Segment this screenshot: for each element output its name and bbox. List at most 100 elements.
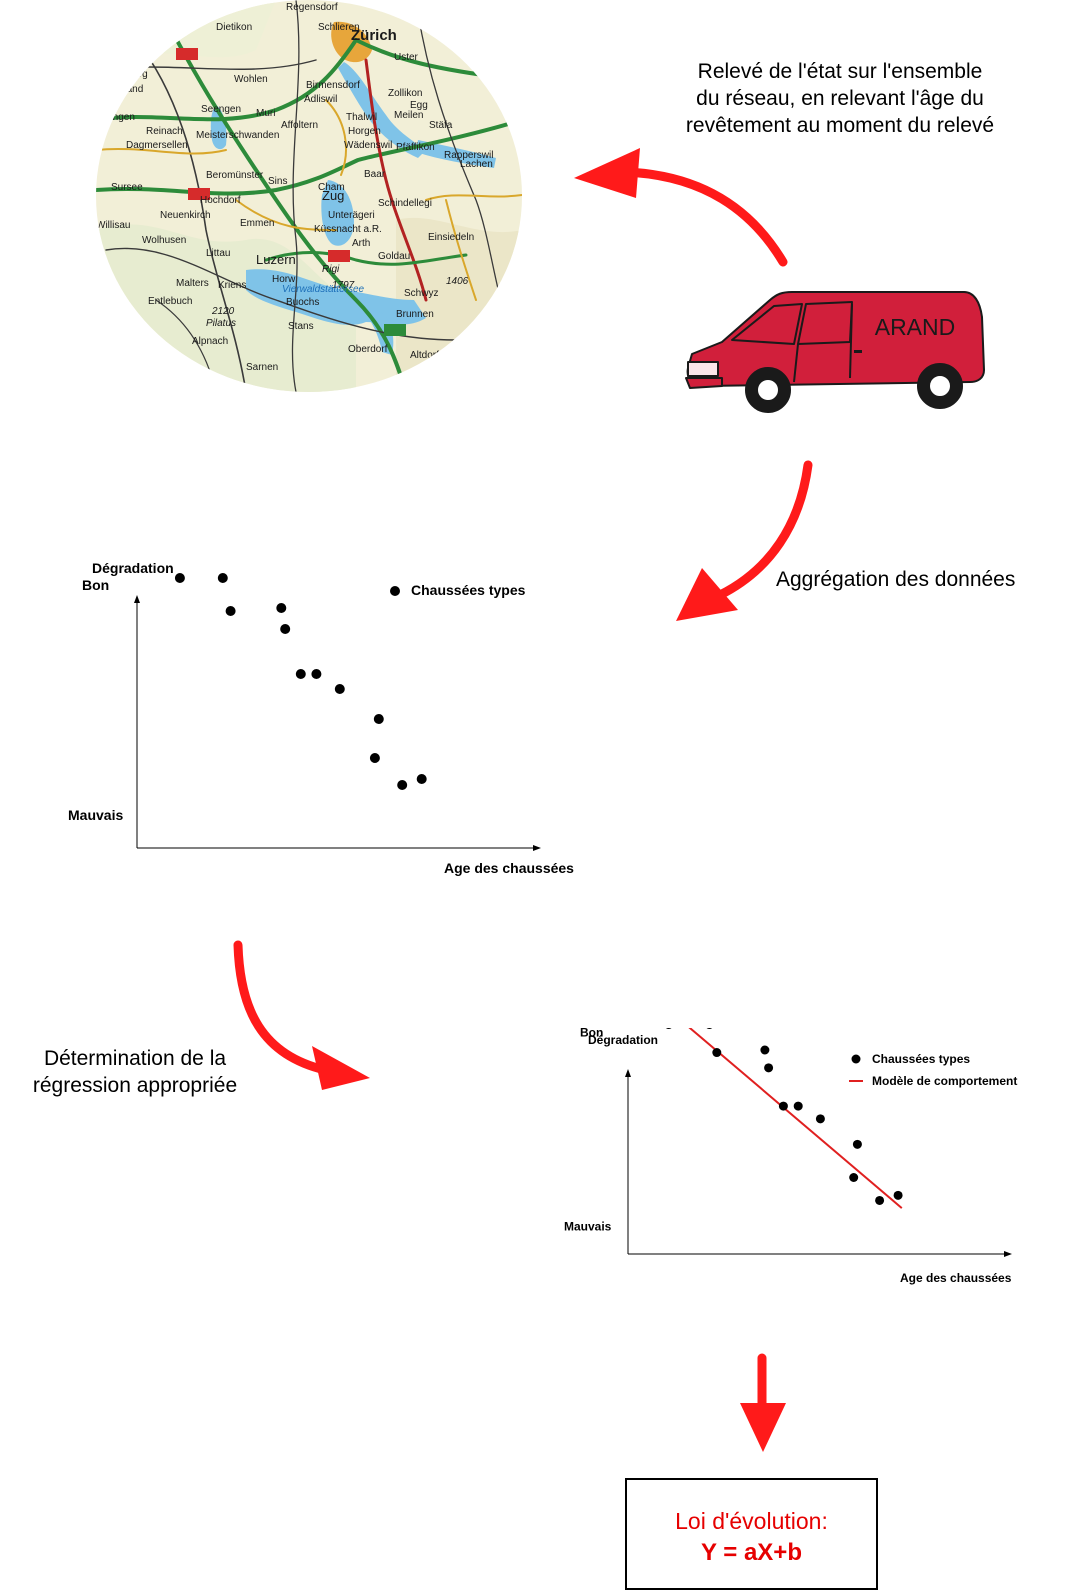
y-axis-label: Dégradation bbox=[92, 560, 174, 576]
map-place-label: Stäfa bbox=[429, 120, 453, 131]
data-point bbox=[369, 753, 380, 763]
y-tick-label-bad: Mauvais bbox=[68, 807, 123, 823]
map-place-label: 1406 bbox=[446, 276, 469, 287]
map-place-label: Schwyz bbox=[404, 288, 438, 299]
map-place-label: Zürich bbox=[351, 27, 397, 44]
map-place-label: Meilen bbox=[394, 110, 423, 121]
map-place-label: Schindellegi bbox=[378, 198, 432, 209]
data-point bbox=[852, 1139, 862, 1149]
map-place-label: Affoltern bbox=[281, 120, 318, 131]
data-point bbox=[397, 780, 408, 790]
survey-caption: Relevé de l'état sur l'ensemble du résea… bbox=[640, 58, 1040, 139]
legend-marker-points bbox=[851, 1054, 861, 1064]
map-place-label: Buochs bbox=[286, 297, 319, 308]
map-place-label: Kriens bbox=[218, 280, 246, 291]
arrow-regression-head bbox=[312, 1046, 370, 1090]
evolution-law-title: Loi d'évolution: bbox=[675, 1508, 828, 1534]
data-point bbox=[712, 1048, 722, 1058]
legend-label: Chaussées types bbox=[411, 582, 526, 598]
data-point bbox=[893, 1190, 903, 1200]
data-point bbox=[665, 1028, 672, 1029]
map-place-label: Regensdorf bbox=[286, 2, 338, 13]
data-point bbox=[334, 684, 345, 694]
map-place-label: Hochdorf bbox=[200, 195, 241, 206]
data-point bbox=[849, 1173, 859, 1182]
map-place-label: Vierwaldstättersee bbox=[282, 284, 365, 295]
evolution-law-formula: Y = aX+b bbox=[701, 1539, 802, 1566]
data-point bbox=[875, 1195, 885, 1205]
legend-label: Chaussées types bbox=[872, 1052, 970, 1066]
data-point bbox=[815, 1114, 825, 1124]
data-point bbox=[793, 1101, 803, 1111]
map-place-label: Adliswil bbox=[304, 94, 337, 105]
map-place-label: Zofingen bbox=[96, 112, 135, 123]
x-axis-arrowhead bbox=[1004, 1251, 1012, 1257]
data-point bbox=[225, 606, 236, 616]
data-point bbox=[280, 624, 291, 634]
map-place-label: Reinach bbox=[146, 126, 183, 137]
y-axis-label: Dégradation bbox=[588, 1033, 658, 1047]
data-point bbox=[778, 1101, 788, 1111]
y-tick-label-good: Bon bbox=[82, 577, 109, 593]
map-place-label: Entlebuch bbox=[148, 296, 192, 307]
x-axis-arrowhead bbox=[533, 845, 541, 851]
map-place-label: Beromünster bbox=[206, 170, 264, 181]
map-place-label: Horw bbox=[272, 274, 296, 285]
map-place-label: Wolhusen bbox=[142, 235, 186, 246]
evolution-law-box: Loi d'évolution: Y = aX+b bbox=[625, 1478, 878, 1590]
arrow-van-to-chart-head bbox=[676, 568, 738, 621]
regression-caption: Détermination de la régression approprié… bbox=[0, 1045, 270, 1099]
map-place-label: Thalwil bbox=[346, 112, 377, 123]
data-point bbox=[217, 573, 228, 583]
map-place-label: Stans bbox=[288, 321, 314, 332]
data-point bbox=[174, 573, 185, 583]
map-place-label: Zug bbox=[322, 188, 344, 203]
map-place-label: Rigi bbox=[322, 264, 340, 275]
survey-caption-line-2: du réseau, en relevant l'âge du bbox=[696, 87, 984, 110]
y-tick-label-bad: Mauvais bbox=[564, 1220, 612, 1234]
map-place-label: Unterägeri bbox=[328, 210, 375, 221]
map-place-label: Willisau bbox=[96, 220, 130, 231]
map-place-label: Pilatus bbox=[206, 318, 236, 329]
map-place-label: Cham bbox=[318, 182, 345, 193]
arrow-van-to-map-shaft bbox=[620, 167, 788, 267]
regression-caption-line-2: régression appropriée bbox=[32, 1074, 238, 1097]
map-place-label: Horgen bbox=[348, 126, 381, 137]
map-place-label: Küssnacht a.R. bbox=[314, 224, 382, 235]
map-place-label: Wohlen bbox=[234, 74, 268, 85]
map-place-label: 2120 bbox=[211, 306, 235, 317]
arrow-regression-shaft bbox=[233, 940, 330, 1075]
map-place-label: Sins bbox=[268, 176, 287, 187]
map-place-label: Dagmersellen bbox=[126, 140, 188, 151]
x-axis-label: Age des chaussées bbox=[444, 860, 574, 876]
survey-caption-line-1: Relevé de l'état sur l'ensemble bbox=[697, 60, 983, 83]
map-place-label: Zollikon bbox=[388, 88, 422, 99]
map-place-label: Arth bbox=[352, 238, 370, 249]
data-point bbox=[764, 1063, 774, 1073]
map-place-label: Dietikon bbox=[216, 22, 252, 33]
map-place-label: Oberdorf bbox=[348, 344, 388, 355]
data-point bbox=[311, 669, 322, 679]
aggregation-caption: Aggrégation des données bbox=[776, 568, 1016, 591]
map-place-label: Schlieren bbox=[318, 22, 360, 33]
x-axis-label: Age des chaussées bbox=[900, 1271, 1012, 1285]
map-place-label: Birmensdorf bbox=[306, 80, 360, 91]
arrow-result-head bbox=[740, 1403, 786, 1452]
map-place-label: Sursee bbox=[111, 182, 143, 193]
legend-marker-points bbox=[390, 586, 400, 596]
map-place-label: Alpnach bbox=[192, 336, 228, 347]
map-place-label: Altdorf bbox=[410, 350, 439, 361]
arrow-van-to-chart-shaft bbox=[715, 460, 813, 600]
map-place-label: Lachen bbox=[460, 159, 493, 170]
data-point bbox=[373, 714, 384, 724]
map-place-label: Pfäffikon bbox=[396, 142, 435, 153]
map-place-label: Wädenswil bbox=[344, 140, 392, 151]
map-place-label: Sarnen bbox=[246, 362, 278, 373]
map-place-label: Rapperswil bbox=[444, 150, 493, 161]
data-point bbox=[276, 603, 287, 613]
arand-van: ARAND bbox=[685, 291, 985, 413]
